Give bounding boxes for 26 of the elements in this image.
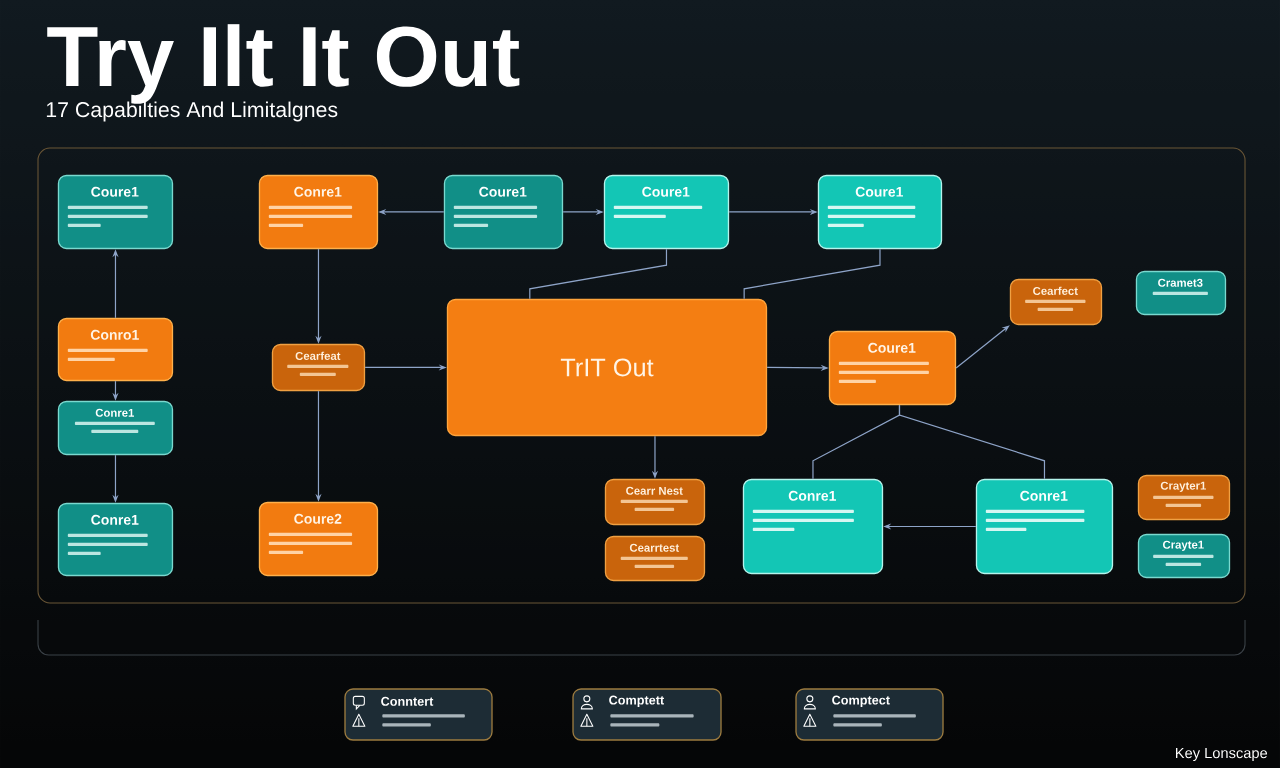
process-box: Conro1 [57,317,174,382]
process-box: Cramet3 [1135,270,1227,316]
info-card: Conntert [344,688,493,741]
text-label: Key Lonscape [1176,747,1268,762]
process-box: Coure1 [443,174,564,250]
process-box: Crayter1 [1137,474,1231,521]
process-box: Conre1 [57,400,174,456]
process-box: Cearfect [1009,278,1103,326]
process-box: Coure1 [817,174,943,250]
process-box: Conre1 [258,174,379,250]
process-box: Coure1 [828,330,957,406]
arrow [955,325,1010,369]
process-box: Coure1 [57,174,174,250]
info-card: Comptett [572,688,722,741]
process-box: Crayte1 [1137,533,1231,579]
center-box: TrIT Out [446,298,768,437]
panel-frame [37,147,1246,604]
process-box: Coure2 [258,501,379,577]
process-box: Coure1 [603,174,730,250]
process-box: Conre1 [975,478,1114,575]
process-box: Cearfeat [271,343,366,392]
process-box: Cearrtest [604,535,706,582]
process-box: Conre1 [742,478,884,575]
info-card: Comptect [795,688,944,741]
process-box: Conre1 [57,502,174,577]
process-box: Cearr Nest [604,478,706,526]
